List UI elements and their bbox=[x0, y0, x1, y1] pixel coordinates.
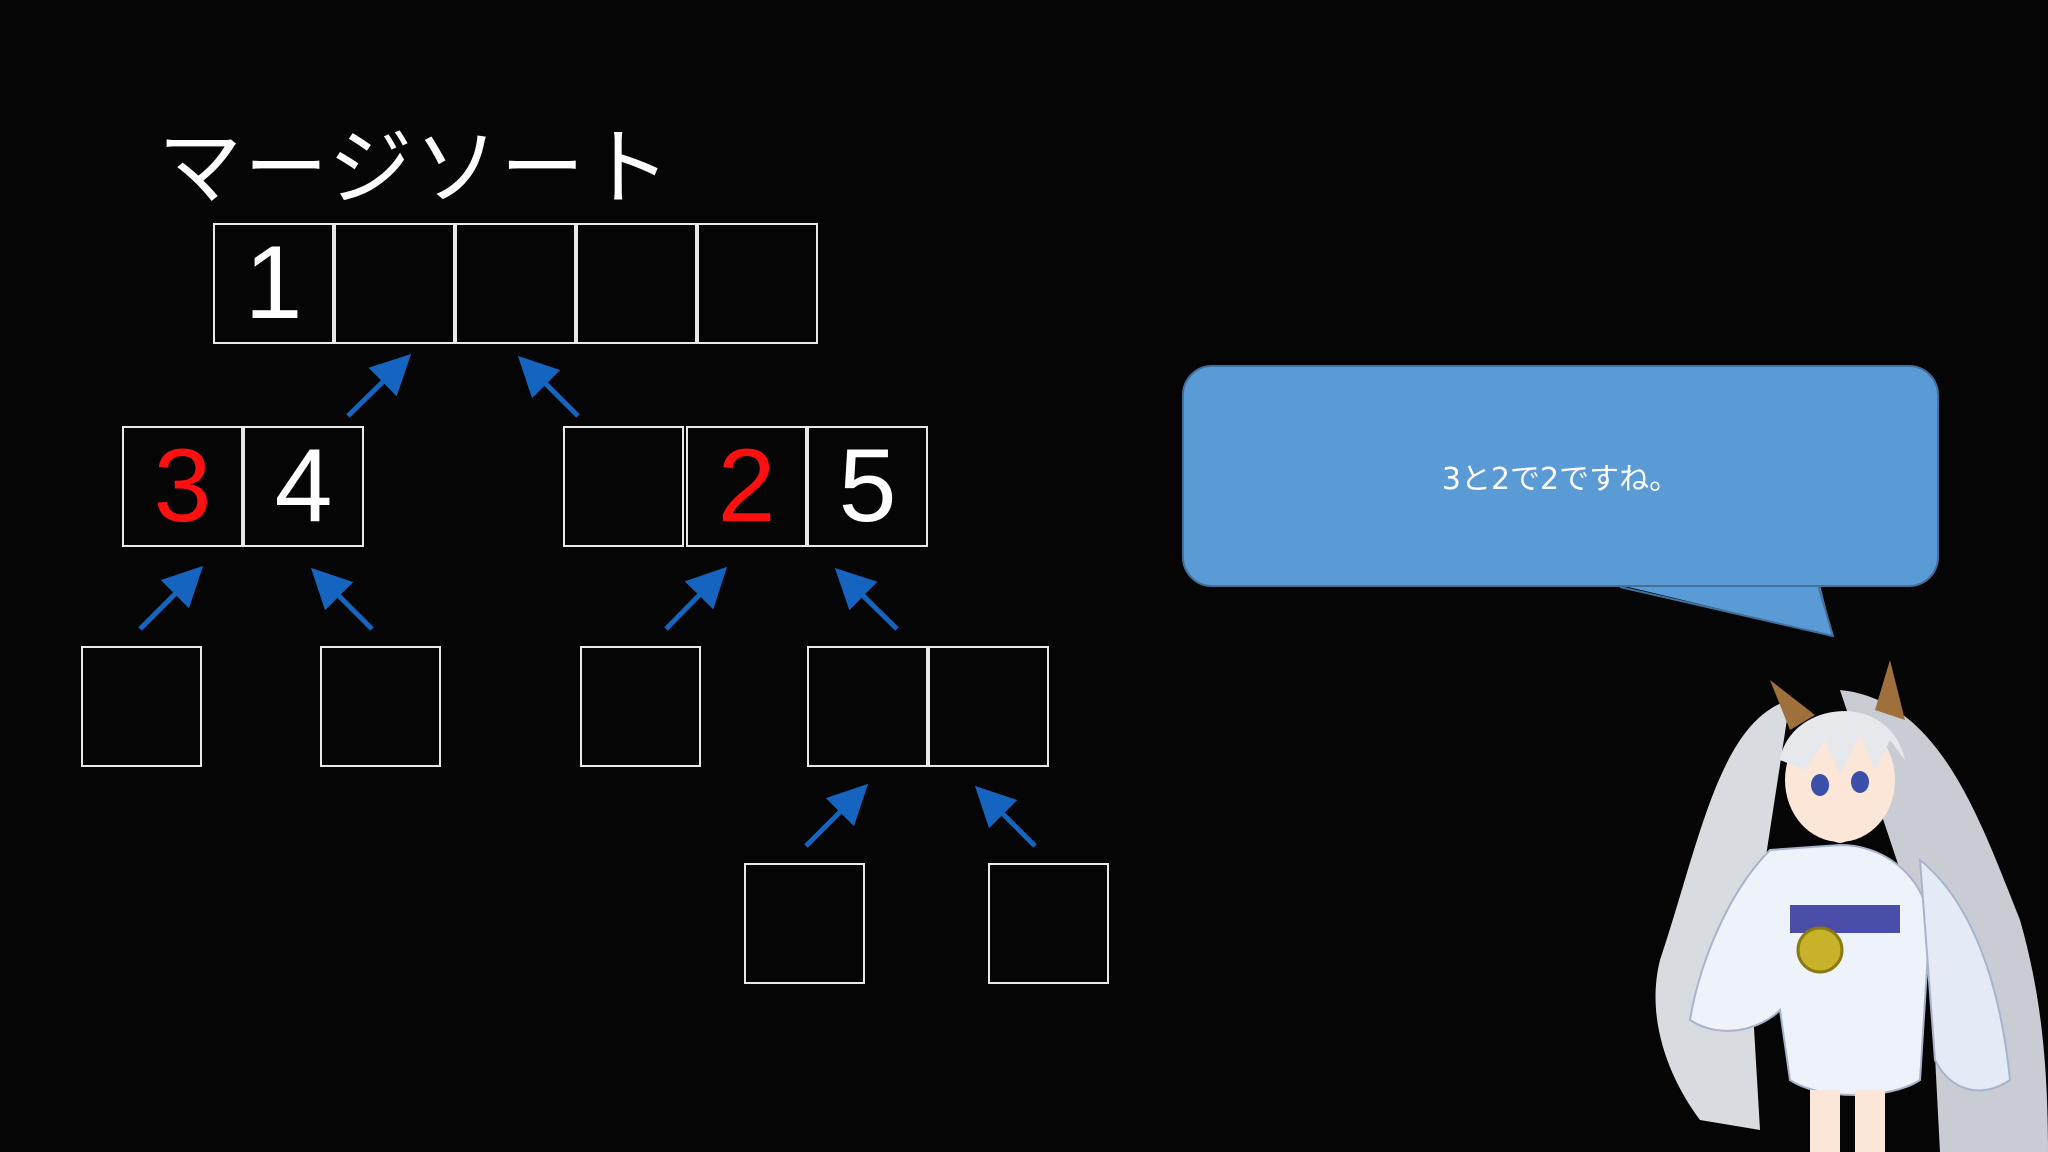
arrow-up-left bbox=[310, 567, 374, 631]
pair-cell-2 bbox=[928, 646, 1049, 767]
left-merge-cell-2: 4 bbox=[243, 426, 364, 547]
leaf-cell-1 bbox=[81, 646, 202, 767]
speech-bubble bbox=[1182, 365, 1939, 587]
arrow-up-right bbox=[138, 565, 204, 631]
arrow-up-right bbox=[346, 353, 412, 418]
leaf-cell-5 bbox=[988, 863, 1109, 984]
pair-cell-1 bbox=[807, 646, 928, 767]
arrow-up-right bbox=[804, 783, 869, 848]
speech-bubble-text: 3と2で2ですね。 bbox=[1441, 462, 1680, 497]
result-cell-2 bbox=[334, 223, 455, 344]
result-cell-3 bbox=[455, 223, 576, 344]
slide-title: マージソート bbox=[158, 119, 673, 217]
right-merge-cell-1 bbox=[563, 426, 684, 547]
leaf-cell-3 bbox=[580, 646, 701, 767]
leaf-cell-2 bbox=[320, 646, 441, 767]
arrow-up-right bbox=[664, 566, 728, 631]
character-illustration bbox=[1655, 660, 2048, 1152]
arrow-up-left bbox=[974, 785, 1037, 848]
right-merge-cell-2: 2 bbox=[686, 426, 807, 547]
arrow-up-left bbox=[517, 355, 580, 418]
left-merge-cell-1: 3 bbox=[122, 426, 243, 547]
leaf-cell-4 bbox=[744, 863, 865, 984]
arrow-up-left bbox=[834, 567, 899, 631]
result-cell-1: 1 bbox=[213, 223, 334, 344]
result-cell-5 bbox=[697, 223, 818, 344]
right-merge-cell-3: 5 bbox=[807, 426, 928, 547]
result-cell-4 bbox=[576, 223, 697, 344]
